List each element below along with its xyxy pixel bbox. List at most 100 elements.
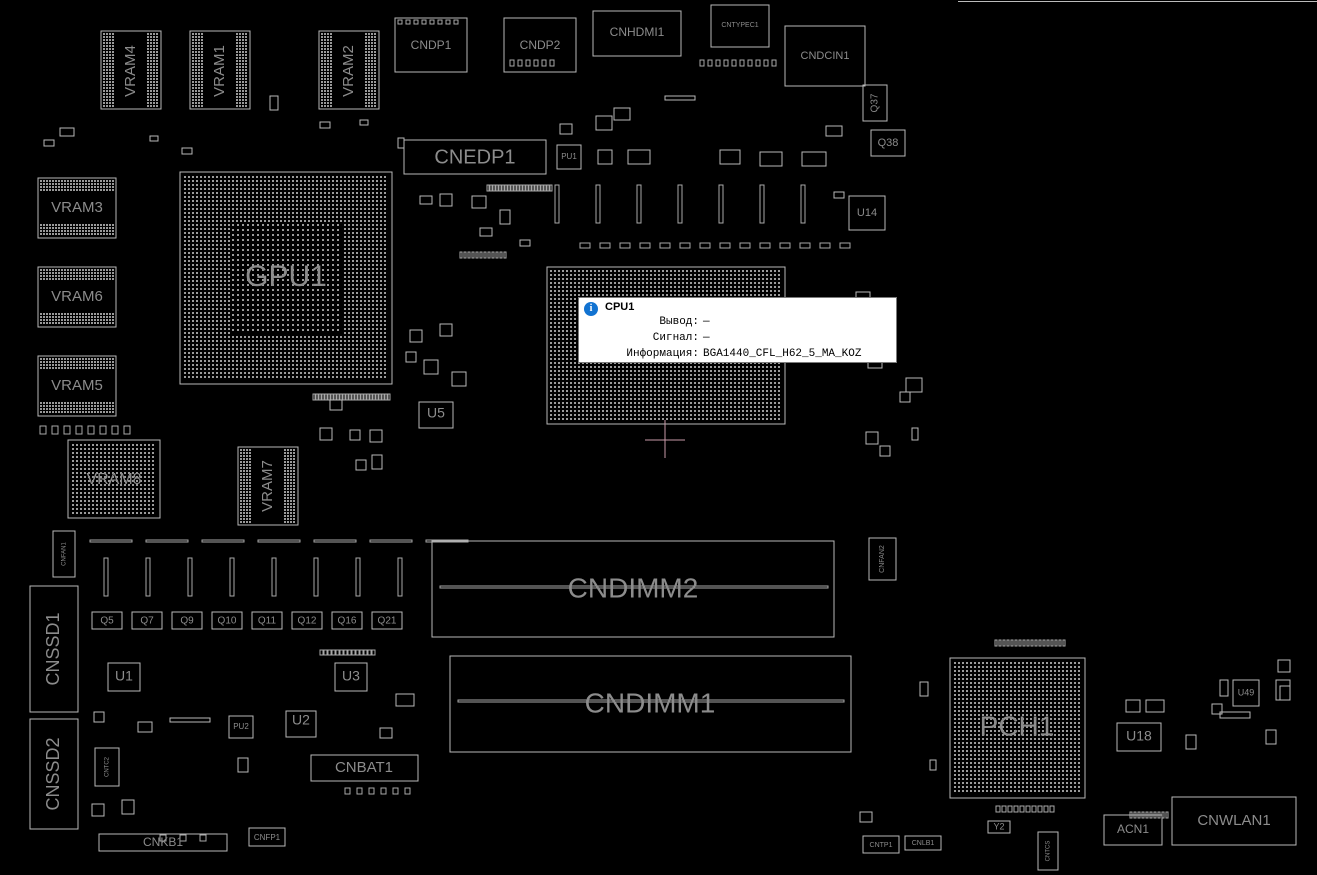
passive-2[interactable]: [149, 135, 159, 142]
passive-7[interactable]: [397, 137, 405, 149]
passive-29[interactable]: [627, 149, 651, 165]
passive-24[interactable]: [371, 454, 383, 470]
vram3-outline[interactable]: [37, 177, 117, 239]
vram4-outline[interactable]: [100, 30, 162, 110]
passive-42[interactable]: [879, 445, 891, 457]
passive-59[interactable]: [859, 811, 873, 823]
passive-60[interactable]: [1275, 679, 1291, 701]
acn1-outline[interactable]: [1103, 814, 1163, 846]
passive-19[interactable]: [329, 399, 343, 411]
cnfp1-outline[interactable]: [248, 827, 286, 847]
gpu1-outline[interactable]: [179, 171, 393, 385]
passive-23[interactable]: [355, 459, 367, 471]
passive-28[interactable]: [597, 149, 613, 165]
passive-51[interactable]: [91, 803, 105, 817]
passive-31[interactable]: [719, 149, 741, 165]
q37-outline[interactable]: [862, 84, 888, 122]
passive-44[interactable]: [1125, 699, 1141, 713]
passive-48[interactable]: [1277, 659, 1291, 673]
q38-outline[interactable]: [870, 129, 906, 157]
passive-32[interactable]: [759, 151, 783, 167]
passive-3[interactable]: [181, 147, 193, 155]
pu1-outline[interactable]: [556, 144, 582, 170]
u14-outline[interactable]: [848, 195, 886, 231]
passive-12[interactable]: [479, 227, 493, 237]
passive-62[interactable]: [1219, 679, 1229, 697]
cntypec1-outline[interactable]: [710, 4, 770, 48]
passive-8[interactable]: [419, 195, 433, 205]
passive-17[interactable]: [423, 359, 439, 375]
passive-18[interactable]: [451, 371, 467, 387]
cndimm2-outline[interactable]: [431, 540, 835, 638]
passive-40[interactable]: [899, 391, 911, 403]
vram6-outline[interactable]: [37, 266, 117, 328]
cnbat1-outline[interactable]: [310, 754, 419, 782]
passive-26[interactable]: [595, 115, 613, 131]
passive-11[interactable]: [499, 209, 511, 225]
passive-41[interactable]: [865, 431, 879, 445]
passive-61[interactable]: [1211, 703, 1223, 715]
cnwlan1-outline[interactable]: [1171, 796, 1297, 846]
passive-54[interactable]: [395, 693, 415, 707]
passive-39[interactable]: [905, 377, 923, 393]
passive-10[interactable]: [471, 195, 487, 209]
passive-9[interactable]: [439, 193, 453, 207]
cndimm1-outline[interactable]: [449, 655, 852, 753]
passive-33[interactable]: [801, 151, 827, 167]
cntp1-outline[interactable]: [862, 835, 900, 854]
mosfet-q12-outline[interactable]: [291, 611, 323, 630]
cndp1-outline[interactable]: [394, 17, 468, 73]
passive-49[interactable]: [1279, 685, 1291, 701]
cntcs-outline[interactable]: [1037, 831, 1059, 871]
cnkb1-outline[interactable]: [98, 833, 228, 852]
passive-53[interactable]: [237, 757, 249, 773]
vram5-outline[interactable]: [37, 355, 117, 417]
mosfet-q16-outline[interactable]: [331, 611, 363, 630]
passive-25[interactable]: [559, 123, 573, 135]
passive-16[interactable]: [405, 351, 417, 363]
passive-14[interactable]: [409, 329, 423, 343]
vram1-outline[interactable]: [189, 30, 251, 110]
passive-34[interactable]: [825, 125, 843, 137]
passive-50[interactable]: [1219, 711, 1251, 719]
u2-outline[interactable]: [285, 710, 317, 738]
vram7-outline[interactable]: [237, 446, 299, 526]
passive-21[interactable]: [369, 429, 383, 443]
cnssd2-outline[interactable]: [29, 718, 79, 830]
passive-56[interactable]: [137, 721, 153, 733]
cnlb1-outline[interactable]: [904, 835, 942, 851]
cntc2-outline[interactable]: [94, 747, 120, 787]
u49-outline[interactable]: [1232, 679, 1260, 707]
passive-15[interactable]: [439, 323, 453, 337]
passive-58[interactable]: [169, 717, 211, 723]
cndp2-outline[interactable]: [503, 17, 577, 73]
mosfet-q5-outline[interactable]: [91, 611, 123, 630]
u5-outline[interactable]: [418, 401, 454, 429]
mosfet-q21-outline[interactable]: [371, 611, 403, 630]
passive-57[interactable]: [93, 711, 105, 723]
vram8-outline[interactable]: [67, 439, 161, 519]
mosfet-q9-outline[interactable]: [171, 611, 203, 630]
passive-43[interactable]: [911, 427, 919, 441]
passive-0[interactable]: [59, 127, 75, 137]
passive-52[interactable]: [121, 799, 135, 815]
pch1-outline[interactable]: [949, 657, 1086, 799]
cnhdmi1-outline[interactable]: [592, 10, 682, 57]
mosfet-q10-outline[interactable]: [211, 611, 243, 630]
passive-20[interactable]: [349, 429, 361, 441]
mosfet-q11-outline[interactable]: [251, 611, 283, 630]
passive-1[interactable]: [43, 139, 55, 147]
passive-13[interactable]: [519, 239, 531, 247]
passive-22[interactable]: [319, 427, 333, 441]
passive-47[interactable]: [1265, 729, 1277, 745]
vram2-outline[interactable]: [318, 30, 380, 110]
passive-64[interactable]: [929, 759, 937, 771]
passive-6[interactable]: [359, 119, 369, 126]
passive-27[interactable]: [613, 107, 631, 121]
u18-outline[interactable]: [1116, 722, 1162, 752]
cnssd1-outline[interactable]: [29, 585, 79, 713]
y2-outline[interactable]: [987, 820, 1011, 834]
passive-46[interactable]: [1185, 734, 1197, 750]
passive-63[interactable]: [919, 681, 929, 697]
